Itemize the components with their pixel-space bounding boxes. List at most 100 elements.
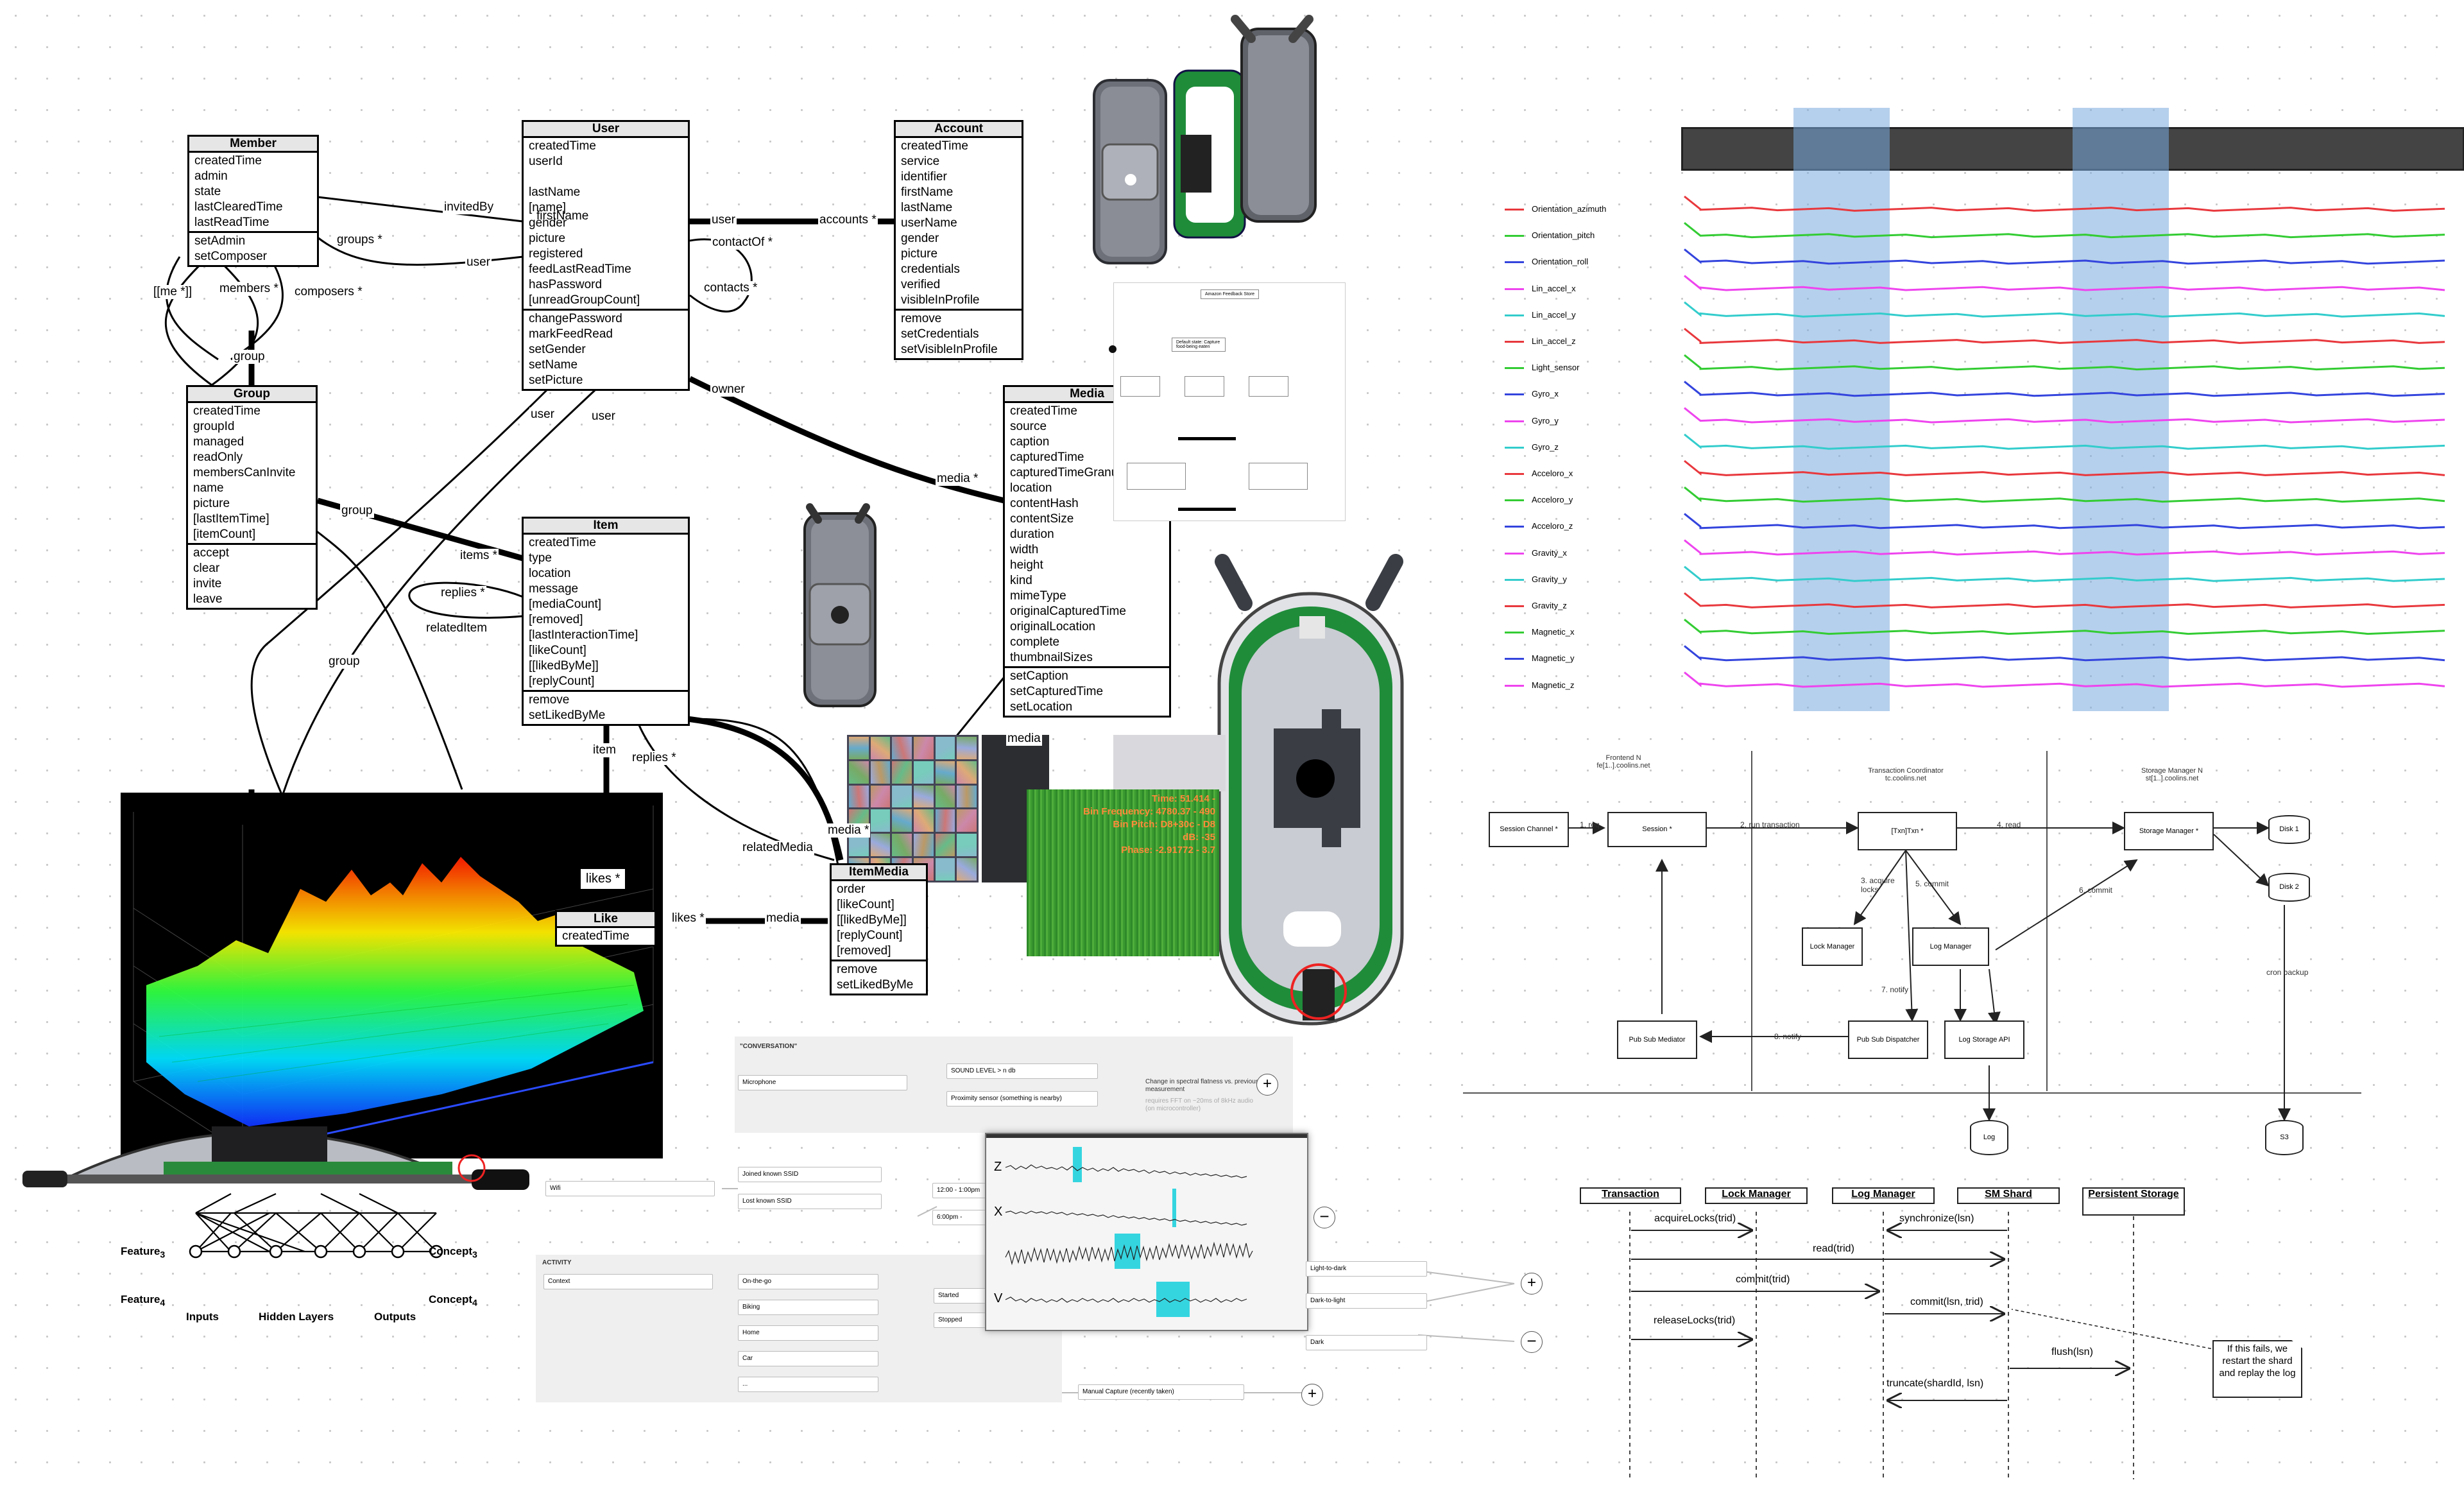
attr: [replyCount]: [529, 675, 595, 688]
lifeline-transaction[interactable]: Transaction: [1580, 1187, 1681, 1204]
context-pill[interactable]: Context: [543, 1274, 713, 1289]
rel-relatedmedia: relatedMedia: [741, 841, 814, 855]
joined-ssid-pill[interactable]: Joined known SSID: [738, 1167, 882, 1182]
component-log-storage-api[interactable]: Log Storage API: [1944, 1020, 2024, 1059]
microphone-pill[interactable]: Microphone: [738, 1075, 907, 1090]
rel-owner: owner: [710, 383, 746, 397]
class-media[interactable]: Media createdTime source caption capture…: [1003, 385, 1171, 718]
legend-label: Magnetic_y: [1532, 653, 1575, 664]
class-operations: changePassword markFeedRead setGender se…: [524, 311, 688, 389]
component-pubsub-mediator[interactable]: Pub Sub Mediator: [1617, 1020, 1697, 1059]
channel-z-label: Z: [994, 1160, 1002, 1174]
log-store: Log: [1970, 1120, 2008, 1155]
remove-circle-icon[interactable]: −: [1521, 1331, 1543, 1353]
attr: admin: [194, 169, 228, 183]
rel-media-3: media: [1006, 732, 1042, 746]
filter-cell: [870, 809, 891, 832]
attr: caption: [1010, 435, 1050, 449]
light-to-dark-pill[interactable]: Light-to-dark: [1306, 1261, 1427, 1277]
remove-circle-icon[interactable]: −: [1313, 1207, 1335, 1228]
seq-msg: flush(lsn): [2051, 1347, 2093, 1357]
attr: source: [1010, 420, 1047, 433]
class-title: Member: [189, 137, 317, 153]
legend-swatch: [1505, 578, 1524, 581]
legend-label: Orientation_pitch: [1532, 230, 1595, 241]
lifeline-persistent-storage[interactable]: Persistent Storage: [2082, 1187, 2185, 1216]
readout-bin-frequency: Bin Frequency: 4780.37 - 490: [1083, 806, 1215, 817]
seq-msg: commit(trid): [1736, 1274, 1790, 1285]
class-attributes: createdTime service identifier firstName…: [896, 138, 1022, 311]
component-session[interactable]: Session *: [1607, 812, 1707, 847]
op: setLikedByMe: [529, 709, 606, 722]
wifi-pill[interactable]: Wifi: [545, 1181, 715, 1196]
class-account[interactable]: Account createdTime service identifier f…: [894, 120, 1023, 360]
op: setGender: [529, 343, 586, 356]
class-member[interactable]: Member createdTime admin state lastClear…: [187, 135, 319, 267]
car-pill[interactable]: Car: [738, 1351, 878, 1366]
biking-pill[interactable]: Biking: [738, 1300, 878, 1315]
component-txn[interactable]: [Txn]Txn *: [1858, 812, 1957, 850]
nn-label-text: Concept: [429, 1245, 472, 1257]
legend-item: Magnetic_z: [1505, 680, 1574, 690]
lifeline-log-manager[interactable]: Log Manager: [1832, 1187, 1935, 1204]
filter-cell: [870, 834, 891, 857]
filter-cell: [892, 785, 912, 808]
attr: verified: [901, 278, 941, 291]
selection-region-1: [1793, 108, 1890, 711]
filter-cell: [913, 834, 934, 857]
legend-swatch: [1505, 526, 1524, 528]
component-log-manager[interactable]: Log Manager: [1912, 927, 1989, 966]
rel-invitedby: invitedBy: [443, 200, 495, 214]
lifeline-sm-shard[interactable]: SM Shard: [1957, 1187, 2060, 1204]
rel-likes: likes *: [671, 911, 706, 925]
component-storage-manager[interactable]: Storage Manager *: [2124, 812, 2214, 850]
attr: mimeType: [1010, 589, 1066, 603]
attr: hasPassword: [529, 278, 603, 291]
state-flowchart-thumbnail: Amazon Feedback Store Default state: Cap…: [1113, 282, 1346, 521]
spectrogram-3d-surface: [133, 805, 654, 1153]
spectrogram-3d-plot: [121, 793, 663, 1158]
lost-ssid-pill[interactable]: Lost known SSID: [738, 1194, 882, 1209]
nn-inputs-label: Inputs: [186, 1311, 219, 1323]
legend-item: Gyro_z: [1505, 442, 1559, 452]
class-like[interactable]: Like createdTime: [555, 910, 656, 947]
manual-capture-pill[interactable]: Manual Capture (recently taken): [1078, 1384, 1244, 1400]
legend-label: Orientation_roll: [1532, 257, 1589, 267]
op: remove: [529, 693, 570, 707]
more-pill[interactable]: ...: [738, 1377, 878, 1392]
add-circle-icon[interactable]: +: [1521, 1273, 1543, 1295]
home-pill[interactable]: Home: [738, 1325, 878, 1341]
attr: readOnly: [193, 451, 243, 464]
rel-user: user: [465, 255, 492, 270]
add-circle-icon[interactable]: +: [1256, 1074, 1278, 1096]
on-the-go-pill[interactable]: On-the-go: [738, 1274, 878, 1289]
component-pubsub-dispatcher[interactable]: Pub Sub Dispatcher: [1848, 1020, 1928, 1059]
class-itemmedia[interactable]: ItemMedia order [likeCount] [[likedByMe]…: [830, 863, 928, 995]
component-lock-manager[interactable]: Lock Manager: [1802, 927, 1863, 966]
seq-msg: releaseLocks(trid): [1654, 1315, 1736, 1326]
legend-label: Acceloro_x: [1532, 469, 1573, 478]
class-user[interactable]: User createdTime userId lastName [name] …: [522, 120, 690, 391]
attr: picture: [901, 247, 938, 261]
attr: message: [529, 582, 579, 596]
add-circle-icon[interactable]: +: [1301, 1384, 1323, 1406]
sound-level-pill[interactable]: SOUND LEVEL > n db: [946, 1063, 1098, 1079]
legend-label: Acceloro_z: [1532, 521, 1573, 531]
seq-note: If this fails, we restart the shard and …: [2212, 1340, 2302, 1398]
dark-to-light-pill[interactable]: Dark-to-light: [1306, 1293, 1427, 1309]
filter-visualization-grid: [847, 735, 979, 882]
rel-group-2: group: [340, 504, 374, 518]
op: setPicture: [529, 374, 583, 387]
dark-pill[interactable]: Dark: [1306, 1335, 1427, 1350]
frontend-host: fe[1..].coolins.net: [1596, 762, 1650, 770]
component-session-channel[interactable]: Session Channel *: [1489, 812, 1569, 847]
rel-replies-2: replies *: [631, 751, 678, 765]
legend-label: Gyro_z: [1532, 442, 1559, 452]
legend-item: Gyro_y: [1505, 416, 1559, 426]
lifeline-lock-manager[interactable]: Lock Manager: [1705, 1187, 1808, 1204]
class-group[interactable]: Group createdTime groupId managed readOn…: [186, 385, 318, 610]
class-item[interactable]: Item createdTime type location message […: [522, 517, 690, 726]
proximity-pill[interactable]: Proximity sensor (something is nearby): [946, 1091, 1098, 1106]
filter-cell: [913, 785, 934, 808]
